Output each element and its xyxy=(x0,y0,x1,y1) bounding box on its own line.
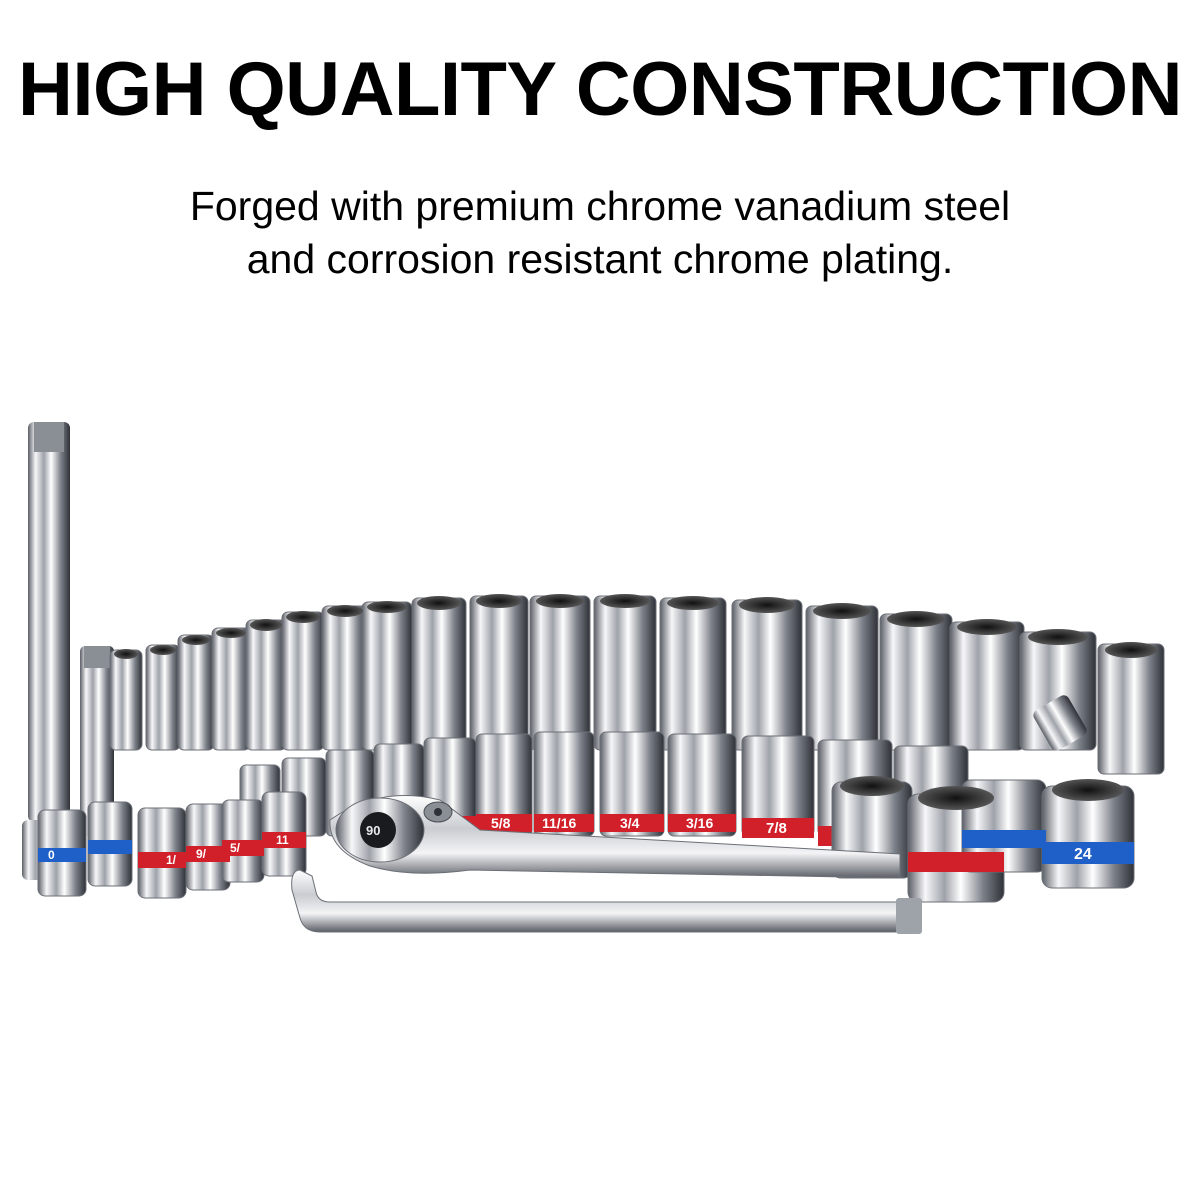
band-label-red-9: 3/16 xyxy=(686,815,713,831)
band-label-red-1: 1/ xyxy=(166,853,177,867)
large-socket-red-band xyxy=(908,852,1004,872)
ratchet-dial-label: 90 xyxy=(366,823,380,838)
band-label-red-7: 11/16 xyxy=(542,815,576,831)
large-socket-openings xyxy=(840,776,1124,810)
deep-sockets-back-row-openings xyxy=(114,594,1157,659)
band-label-red-6: 5/8 xyxy=(491,815,511,831)
deep-sockets-back-row xyxy=(109,595,1165,775)
band-label-blue-large: 24 xyxy=(1074,846,1092,863)
band-label-red-8: 3/4 xyxy=(620,815,640,831)
ratchet: 90 xyxy=(329,795,901,879)
band-label-red-4: 11 xyxy=(276,833,289,847)
band-label-red-2: 9/ xyxy=(196,847,207,861)
extension-bar-short xyxy=(80,646,114,836)
subheadline-line-2: and corrosion resistant chrome plating. xyxy=(246,236,954,282)
band-label-red-10: 7/8 xyxy=(766,820,787,837)
l-handle-bar xyxy=(291,869,922,934)
universal-joint xyxy=(1033,695,1087,751)
large-socket-blue-band-2 xyxy=(1042,842,1134,864)
large-socket-blue-band-1 xyxy=(962,830,1046,848)
subheadline: Forged with premium chrome vanadium stee… xyxy=(0,180,1200,286)
band-label-blue-small: 0 xyxy=(48,848,55,862)
subheadline-line-1: Forged with premium chrome vanadium stee… xyxy=(189,183,1011,229)
socket-set-photo: 0 1/ 9/ 5/ 11 16 5/8 11/16 3/4 3/16 7/8 xyxy=(22,422,1165,934)
band-label-red-3: 5/ xyxy=(230,841,241,855)
headline: HIGH QUALITY CONSTRUCTION xyxy=(17,47,1183,132)
